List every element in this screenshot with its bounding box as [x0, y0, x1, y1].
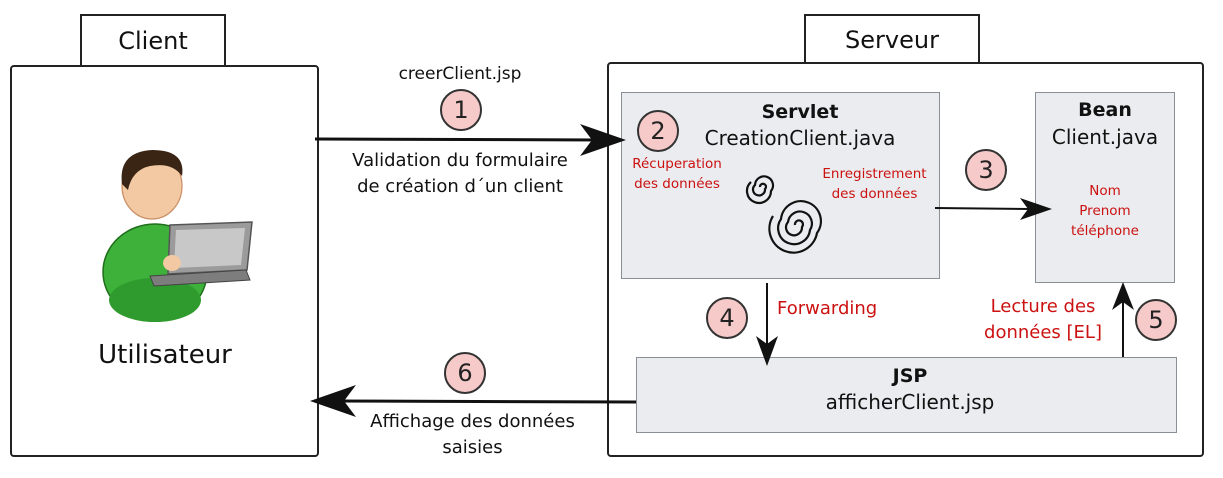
step-badge-4: 4	[706, 297, 748, 339]
step-badge-2: 2	[637, 110, 679, 152]
step-badge-3: 3	[965, 149, 1007, 191]
bean-file: Client.java	[1051, 125, 1159, 149]
arrow-enregistrement	[934, 198, 1052, 220]
jsp-box	[636, 357, 1177, 433]
servlet-title: Servlet	[761, 101, 839, 123]
jsp-file: afficherClient.jsp	[825, 390, 995, 414]
bean-title: Bean	[1078, 99, 1132, 121]
bean-field-telephone: téléphone	[1071, 223, 1139, 239]
arrow-forwarding	[756, 283, 778, 366]
server-tab-label: Serveur	[845, 26, 939, 54]
request-file-label: creerClient.jsp	[398, 64, 522, 84]
arrow-request	[314, 124, 626, 156]
arrow-lecture	[1112, 282, 1134, 357]
servlet-recup-line1: Récuperation	[632, 156, 722, 172]
bean-field-nom: Nom	[1089, 183, 1121, 199]
step-badge-5: 5	[1135, 299, 1177, 341]
client-tab: Client	[80, 14, 226, 66]
validation-line2: de création d´un client	[357, 176, 563, 197]
servlet-file: CreationClient.java	[704, 126, 896, 150]
forwarding-label: Forwarding	[777, 298, 878, 319]
step-badge-6: 6	[444, 352, 486, 394]
lecture-line2: données [EL]	[984, 322, 1102, 343]
affichage-line2: saisies	[442, 437, 503, 458]
client-tab-label: Client	[118, 27, 188, 55]
user-icon	[102, 150, 253, 322]
bean-field-prenom: Prenom	[1079, 203, 1131, 219]
servlet-enreg-line2: des données	[831, 186, 918, 202]
jsp-title: JSP	[892, 365, 928, 387]
validation-line1: Validation du formulaire	[352, 150, 568, 171]
user-label: Utilisateur	[98, 340, 232, 370]
server-tab: Serveur	[804, 14, 980, 64]
lecture-line1: Lecture des	[990, 296, 1096, 317]
servlet-recup-line2: des données	[634, 176, 720, 192]
step-badge-1: 1	[440, 89, 482, 131]
servlet-enreg-line1: Enregistrement	[822, 166, 927, 182]
arrow-affichage	[310, 385, 637, 417]
bean-box	[1035, 92, 1175, 283]
spiral-icon	[745, 175, 822, 254]
affichage-line1: Affichage des données	[370, 411, 575, 432]
